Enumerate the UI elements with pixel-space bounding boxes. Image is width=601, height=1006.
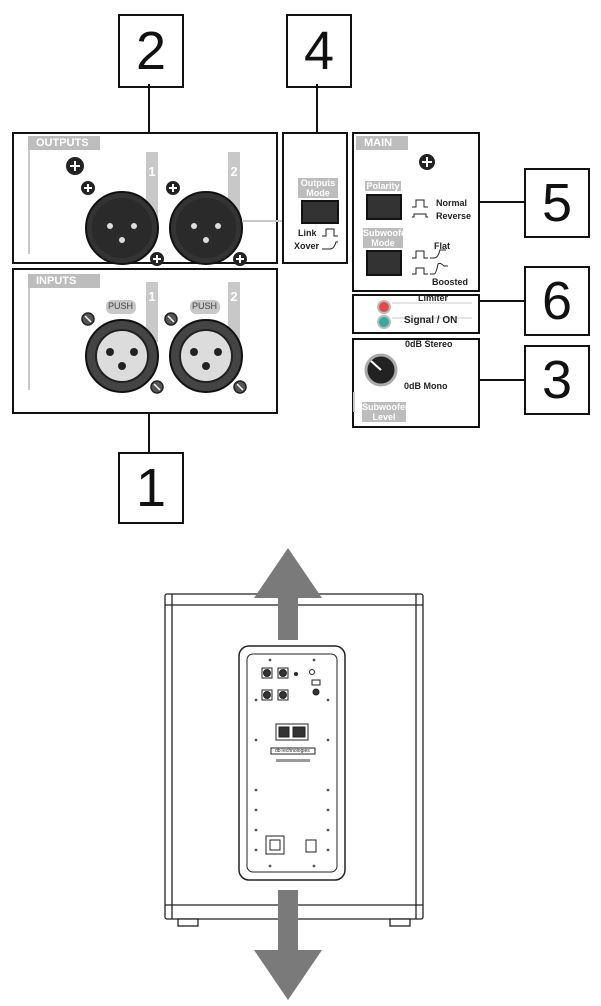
power-inlet-icon [265,835,317,855]
polarity-switch[interactable] [366,194,402,220]
xlr-input-1-icon [85,300,159,393]
push-label-2: PUSH [192,301,218,311]
level-divider [353,392,355,412]
xover-label: Xover [294,241,320,251]
callout-1: 1 [118,452,184,524]
xlr-output-1-icon [85,191,159,265]
plate-screws [254,658,330,868]
callout-4: 4 [286,14,352,88]
push-label-1: PUSH [108,301,134,311]
sub-mode-switch[interactable] [366,250,402,276]
outputs-mode-switch[interactable] [301,200,339,224]
signal-led-icon [377,315,391,329]
arrow-up-icon [254,548,322,640]
stereo-label: 0dB Stereo [405,339,453,349]
outputs-title: OUTPUTS [28,136,100,150]
indicators-panel [352,294,480,334]
inputs-ch2-number: 2 [230,289,238,304]
amp-plate [238,645,346,881]
mono-label: 0dB Mono [404,381,448,391]
boosted-label: Boosted [432,277,468,287]
inputs-ch1-number: 1 [148,289,156,304]
signal-label: Signal / ON [404,315,458,326]
callout-2: 2 [118,14,184,88]
plate-display [270,723,316,762]
plate-connectors [261,667,321,701]
callout-5: 5 [524,168,590,238]
limiter-led-icon [377,300,391,314]
xlr-output-2-icon [169,191,243,265]
outputs-ch1-number: 1 [148,164,156,179]
outputs-mode-panel [282,132,348,264]
inputs-ch1-bar [146,282,158,342]
brand-label: dbTechnologies [275,748,310,754]
inputs-divider [28,288,30,390]
arrow-down-icon [254,890,322,1000]
limiter-label: Limiter [418,293,449,303]
outputs-divider [28,150,30,254]
flat-label: Flat [434,241,451,251]
leader-lines [148,84,524,452]
normal-label: Normal [436,198,468,208]
inputs-title: INPUTS [28,274,100,288]
xlr-input-2-icon [169,300,243,393]
callout-6: 6 [524,266,590,336]
link-label: Link [298,228,317,238]
inputs-ch2-bar [228,282,240,342]
polarity-title: Polarity [365,181,401,191]
callout-3: 3 [524,345,590,415]
main-title: MAIN [356,136,408,150]
outputs-ch2-number: 2 [230,164,238,179]
reverse-label: Reverse [436,211,472,221]
